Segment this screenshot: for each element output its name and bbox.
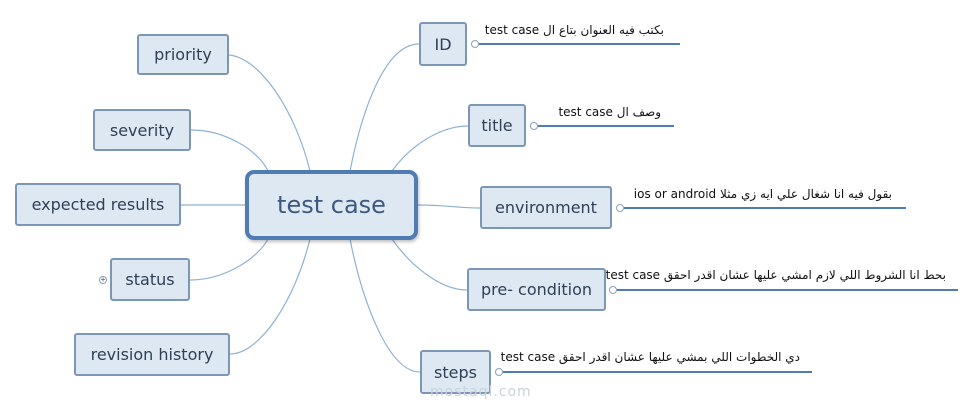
watermark: mostaql.com xyxy=(430,384,532,400)
connector-lines xyxy=(181,43,481,373)
note-pre-condition: بحط انا الشروط اللي لازم امشي عليها عشان… xyxy=(605,268,946,282)
topic-revision-history[interactable]: revision history xyxy=(74,333,230,376)
connector-environment xyxy=(417,204,481,209)
connector-pre-condition xyxy=(391,238,468,291)
connector-status xyxy=(189,238,269,281)
central-topic[interactable]: test case xyxy=(245,170,418,240)
title-collapse-icon[interactable] xyxy=(530,122,538,130)
topic-environment[interactable]: environment xyxy=(480,186,612,229)
topic-expected-results[interactable]: expected results xyxy=(15,183,181,226)
note-id: بكتب فيه العنوان بتاع ال test case xyxy=(484,23,664,37)
topic-id[interactable]: ID xyxy=(419,22,467,66)
environment-collapse-icon[interactable] xyxy=(616,204,624,212)
connector-id xyxy=(349,43,420,172)
connector-revision-history xyxy=(229,238,311,355)
topic-priority[interactable]: priority xyxy=(137,34,229,75)
topic-status[interactable]: status xyxy=(110,258,190,301)
pre-condition-collapse-icon[interactable] xyxy=(609,286,617,294)
note-title: وصف ال test case xyxy=(558,105,661,119)
id-collapse-icon[interactable] xyxy=(471,40,479,48)
connector-title xyxy=(391,125,469,172)
topic-severity[interactable]: severity xyxy=(93,109,191,151)
steps-collapse-icon[interactable] xyxy=(495,368,503,376)
connector-steps xyxy=(349,238,421,373)
note-steps: دي الخطوات اللي بمشي عليها عشان اقدر احق… xyxy=(500,350,800,364)
note-underlines xyxy=(479,43,958,373)
note-environment: بقول فيه انا شغال علي ايه زي مثلا ios or… xyxy=(633,187,892,201)
connector-priority xyxy=(228,54,311,172)
connector-severity xyxy=(190,129,269,172)
topic-title[interactable]: title xyxy=(468,104,526,147)
topic-pre-condition[interactable]: pre- condition xyxy=(467,268,606,311)
status-expand-icon[interactable]: + xyxy=(99,275,107,284)
topic-steps[interactable]: steps xyxy=(420,350,491,394)
